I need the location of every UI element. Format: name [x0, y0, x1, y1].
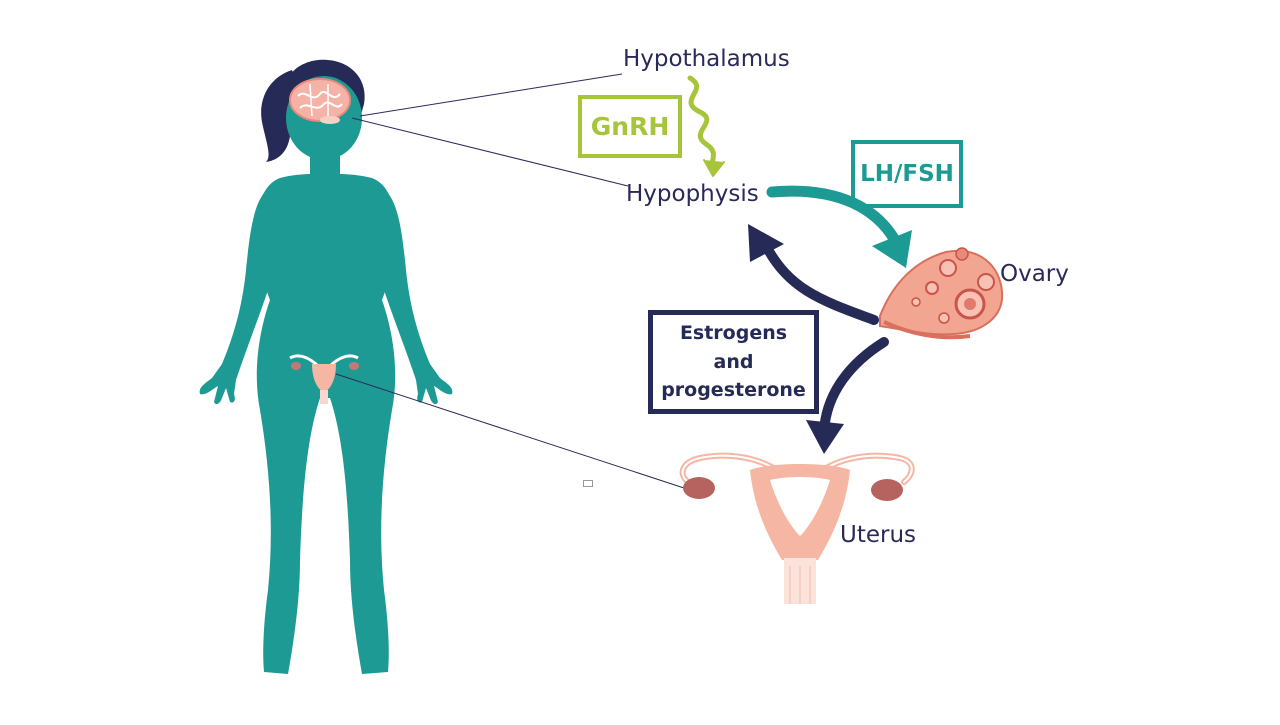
hormone-box-lh-fsh: LH/FSH: [851, 140, 963, 208]
body-uterus-icon: [289, 354, 359, 404]
line-brain-hypothalamus: [359, 73, 623, 117]
right-arm: [370, 186, 453, 405]
ovary-icon: [879, 247, 1004, 340]
hormone-box-estrogens: Estrogens and progesterone: [648, 310, 819, 414]
label-hypophysis: Hypophysis: [626, 181, 759, 207]
gnrh-arrow: [687, 75, 725, 177]
woman-silhouette: [199, 59, 453, 674]
hormone-gnrh-text: GnRH: [590, 112, 670, 141]
label-hypothalamus: Hypothalamus: [623, 46, 790, 72]
line-body-uterus: [335, 373, 685, 489]
label-uterus: Uterus: [840, 522, 917, 548]
small-placeholder-box: [583, 480, 593, 487]
label-ovary: Ovary: [1000, 261, 1069, 287]
hormone-box-gnrh: GnRH: [578, 95, 682, 158]
hormone-lh-fsh-text: LH/FSH: [860, 161, 954, 187]
line-brain-hypophysis: [351, 117, 629, 187]
estrogen-arrows: [748, 224, 889, 454]
brain-icon: [289, 78, 351, 124]
connector-lines: [335, 73, 685, 489]
hormone-estrogens-text: Estrogens and progesterone: [661, 322, 806, 402]
uterus-icon: [679, 452, 915, 604]
left-arm: [199, 186, 282, 405]
torso-legs: [256, 173, 396, 674]
